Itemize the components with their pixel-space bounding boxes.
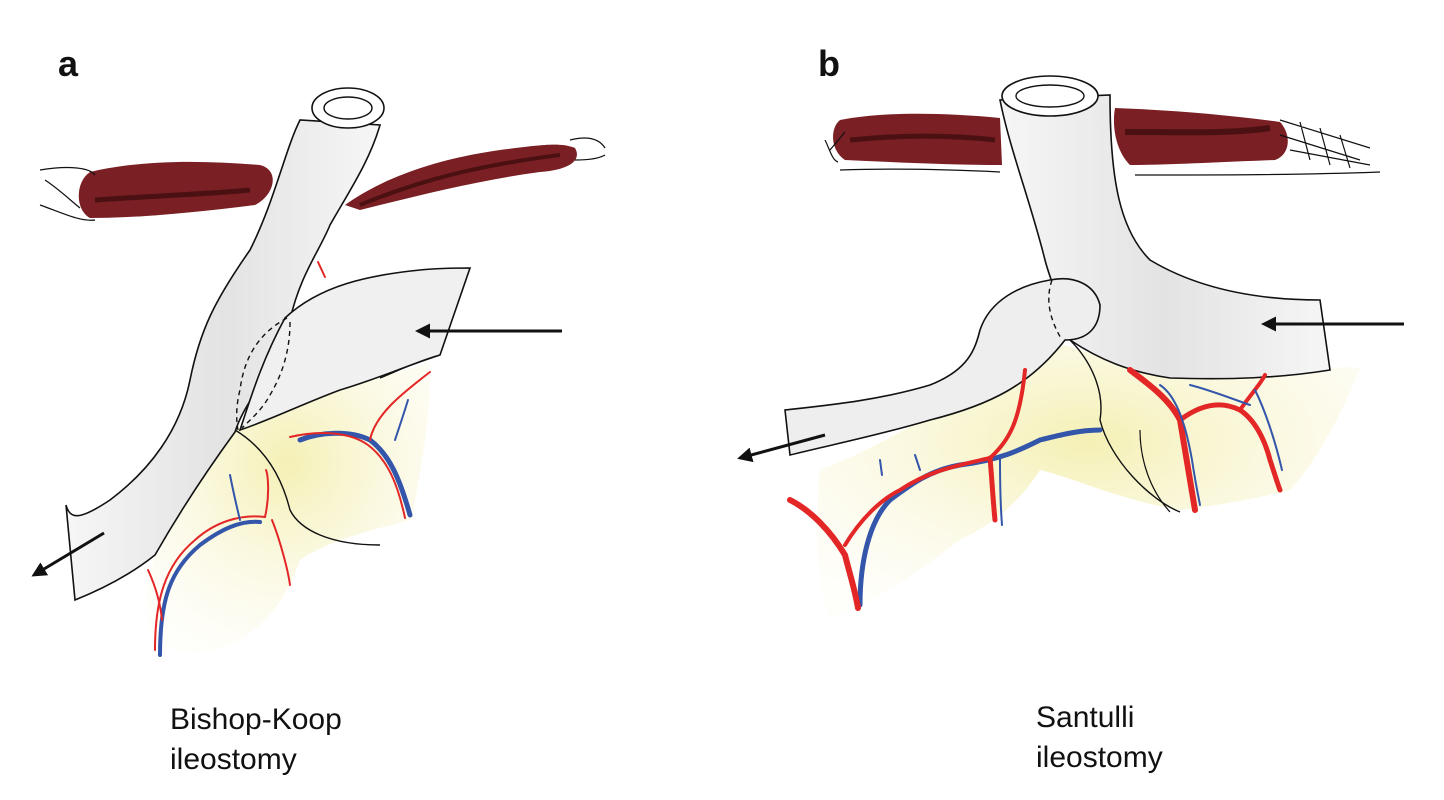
stoma-b-inner: [1015, 84, 1085, 108]
vessels-a: [147, 261, 431, 657]
panel-a-drawing: [31, 87, 606, 657]
caption-b: Santulli ileostomy: [1036, 698, 1163, 778]
arrow-out-a: [31, 531, 105, 577]
panel-b-drawing: [737, 75, 1404, 620]
caption-a-line1: Bishop-Koop: [170, 703, 342, 736]
caption-b-line2: ileostomy: [1036, 741, 1163, 774]
caption-a-line2: ileostomy: [170, 743, 297, 776]
muscle-left-a: [78, 161, 273, 218]
muscle-left-b: [833, 113, 1002, 165]
anastomosis-dash-a: [235, 317, 291, 431]
muscle-right-b: [1113, 108, 1288, 165]
distal-limb-b: [784, 278, 1101, 456]
vessels-b: [787, 367, 1283, 611]
panel-letter-b: b: [818, 43, 840, 84]
stoma-a-inner: [323, 96, 373, 120]
muscle-right-a: [345, 144, 577, 210]
caption-a: Bishop-Koop ileostomy: [170, 700, 342, 780]
proximal-limb-a: [238, 267, 472, 432]
distal-limb-a: [65, 119, 382, 602]
caption-b-line1: Santulli: [1036, 701, 1135, 734]
panel-letter-a: a: [58, 43, 79, 84]
arrow-out-b: [737, 433, 826, 463]
